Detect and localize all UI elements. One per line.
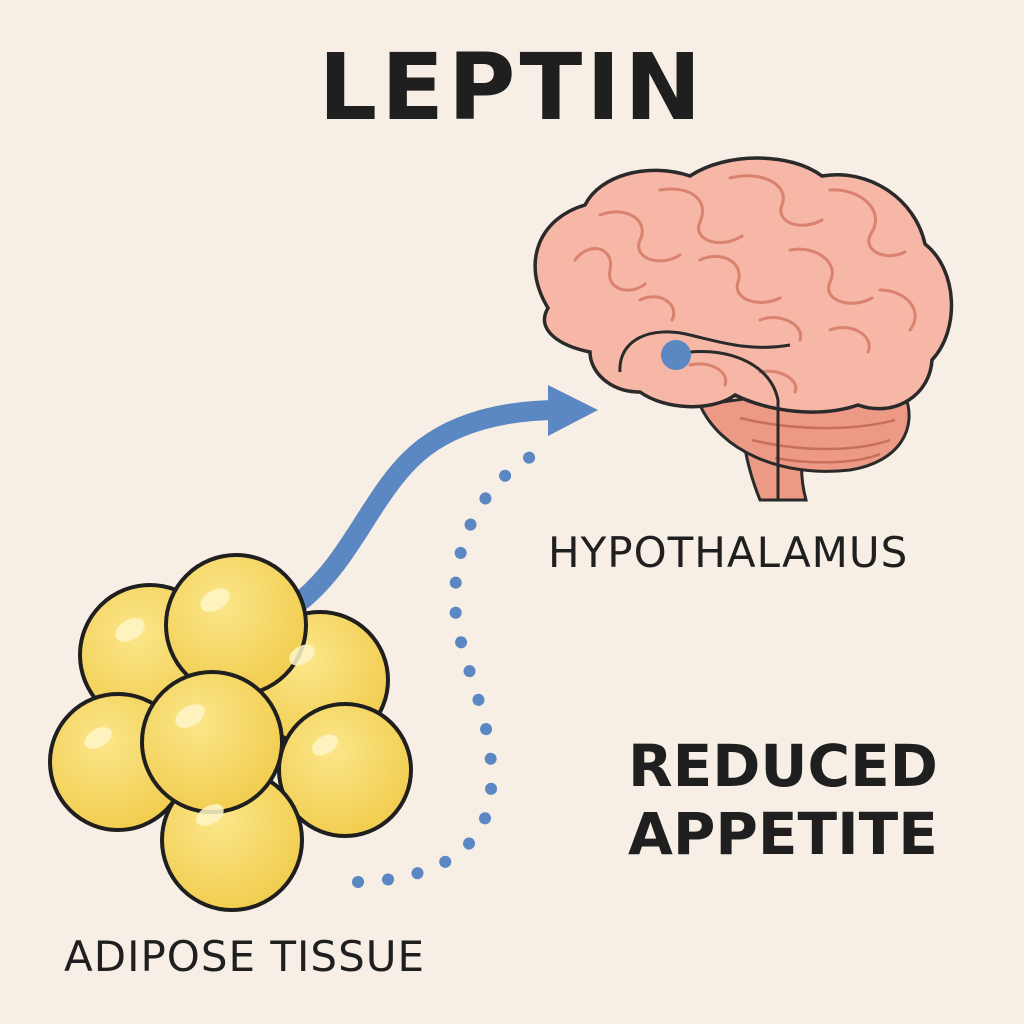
effect-label: REDUCED APPETITE (628, 732, 938, 868)
brain-icon (533, 156, 954, 502)
arrow-right-icon (548, 385, 598, 436)
fat-cell (140, 670, 284, 814)
adipose-tissue-label: ADIPOSE TISSUE (64, 932, 426, 981)
effect-label-line-1: REDUCED (628, 732, 938, 800)
dotted-pathway (352, 446, 546, 888)
hypothalamus-marker (661, 340, 691, 370)
hypothalamus-label: HYPOTHALAMUS (548, 528, 909, 577)
signal-arrow (292, 400, 570, 610)
effect-label-line-2: APPETITE (628, 800, 938, 868)
fat-cell-cluster-icon (48, 553, 413, 912)
cerebrum (533, 156, 954, 414)
fat-cell (277, 702, 413, 838)
fat-cell-highlights (84, 588, 338, 826)
fat-cell (164, 553, 308, 697)
diagram-title: LEPTIN (318, 34, 706, 141)
